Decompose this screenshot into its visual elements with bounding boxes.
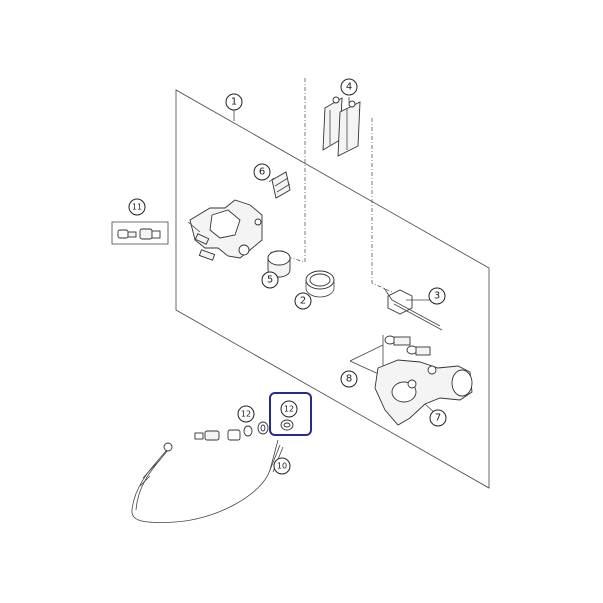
callout-5[interactable]: 5 [261, 271, 279, 289]
assembly-frame [175, 89, 490, 489]
highlight-box[interactable] [269, 392, 312, 436]
pad-frame [269, 78, 306, 263]
callout-11-label: 11 [132, 203, 142, 212]
callout-7[interactable]: 7 [429, 409, 447, 427]
callout-6[interactable]: 6 [253, 163, 271, 181]
callout-12-left[interactable]: 12 [237, 405, 255, 423]
brake-hose [131, 439, 284, 523]
callout-8[interactable]: 8 [340, 370, 358, 388]
callout-12-left-label: 12 [241, 410, 251, 419]
banjo-bolt-group [194, 419, 294, 441]
callout-6-label: 6 [259, 167, 265, 178]
callout-12-highlighted[interactable]: 12 [280, 400, 298, 418]
callout-3[interactable]: 3 [428, 287, 446, 305]
callout-8-label: 8 [346, 374, 352, 385]
pad-frame-right [371, 118, 393, 293]
callout-12-highlighted-label: 12 [284, 405, 294, 414]
callout-4-label: 4 [346, 82, 352, 93]
callout-4[interactable]: 4 [340, 78, 358, 96]
callout-2-label: 2 [300, 296, 306, 307]
callout-10-label: 10 [277, 462, 287, 471]
callout-11[interactable]: 11 [128, 198, 146, 216]
brake-pads [322, 96, 361, 157]
caliper-body [187, 199, 263, 261]
callout-1-label: 1 [231, 97, 237, 108]
pad-spring [268, 171, 291, 199]
seal-ring [305, 270, 335, 298]
callout-3-label: 3 [434, 291, 440, 302]
callout-5-label: 5 [267, 275, 273, 286]
pin-assembly [383, 287, 443, 331]
callout-1[interactable]: 1 [225, 93, 243, 111]
callout-10[interactable]: 10 [273, 457, 291, 475]
carrier-bracket [374, 359, 473, 426]
callout-7-label: 7 [435, 413, 441, 424]
carrier-bolts [349, 335, 431, 377]
callout-2[interactable]: 2 [294, 292, 312, 310]
bleeder-screw-group [111, 221, 169, 245]
piston [267, 250, 291, 278]
